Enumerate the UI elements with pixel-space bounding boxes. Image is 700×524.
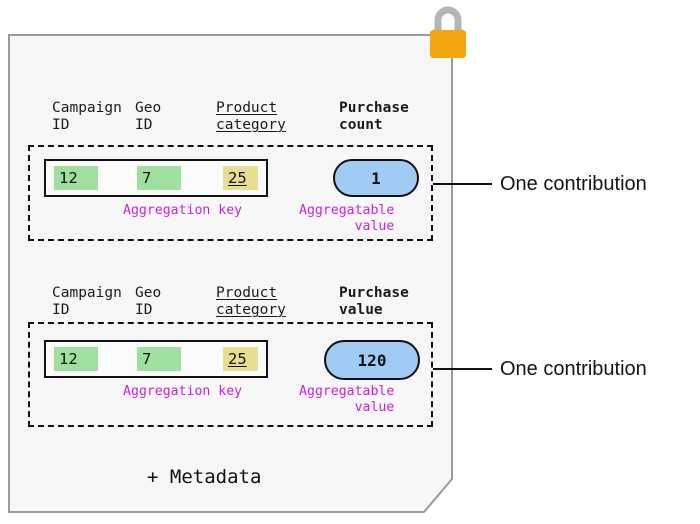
header-product-category-1: Product category [216, 100, 286, 133]
aggregatable-value-caption-1: Aggregatable value [299, 203, 395, 234]
callout-one-contribution-1: One contribution [500, 173, 647, 195]
header-purchase-count: Purchase count [339, 100, 409, 133]
key-chip-product-category-1: 25 [223, 166, 258, 190]
callout-one-contribution-2: One contribution [500, 358, 647, 380]
key-chip-campaign-id-1: 12 [54, 166, 98, 190]
header-purchase-value: Purchase value [339, 285, 409, 318]
aggregatable-value-pill-2: 120 [324, 340, 420, 380]
header-campaign-id-2: Campaign ID [52, 285, 122, 318]
aggregation-key-caption-2: Aggregation key [123, 384, 243, 399]
header-geo-id-1: Geo ID [135, 100, 162, 133]
header-product-category-2: Product category [216, 285, 286, 318]
key-chip-product-category-2: 25 [223, 347, 258, 371]
padlock-body-icon [430, 30, 466, 58]
key-chip-campaign-id-2: 12 [54, 347, 98, 371]
metadata-label: + Metadata [147, 466, 262, 488]
header-geo-id-2: Geo ID [135, 285, 162, 318]
header-campaign-id-1: Campaign ID [52, 100, 122, 133]
padlock-icon [430, 6, 466, 58]
padlock-shackle-icon [434, 6, 462, 36]
key-chip-geo-id-1: 7 [137, 166, 181, 190]
aggregatable-value-pill-1: 1 [333, 159, 419, 197]
key-chip-geo-id-2: 7 [137, 347, 181, 371]
aggregation-key-caption-1: Aggregation key [123, 203, 243, 218]
aggregatable-value-caption-2: Aggregatable value [299, 384, 395, 415]
